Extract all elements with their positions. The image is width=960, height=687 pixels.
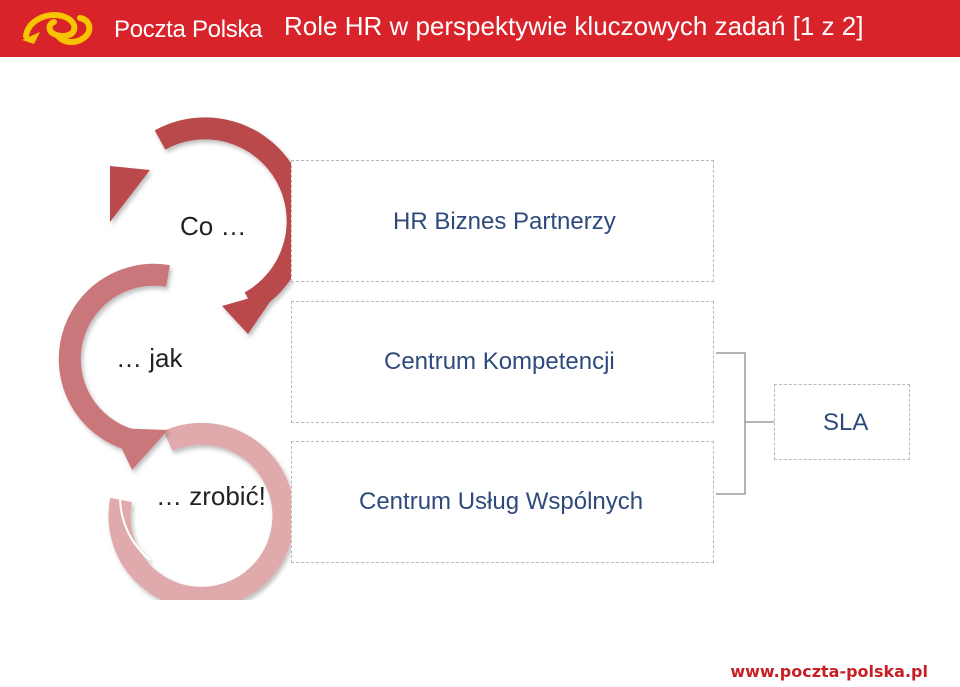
label-centrum-kompetencji: Centrum Kompetencji	[384, 348, 615, 375]
posthorn-logo-icon	[22, 12, 93, 45]
box-centrum-kompetencji	[291, 301, 714, 423]
label-sla: SLA	[823, 409, 869, 436]
footer-website-link[interactable]: www.poczta-polska.pl	[730, 662, 928, 681]
label-hr-biznes-partnerzy: HR Biznes Partnerzy	[393, 208, 616, 235]
box-hr-biznes-partnerzy	[291, 160, 714, 282]
header-bar: Poczta Polska Role HR w perspektywie klu…	[0, 0, 960, 57]
cycle-step-co: Co …	[180, 211, 247, 241]
cycle-arrow-light	[108, 422, 295, 600]
cycle-arrows-diagram	[58, 117, 309, 600]
slide-title: Role HR w perspektywie kluczowych zadań …	[284, 11, 864, 41]
cycle-step-jak: … jak	[116, 343, 183, 373]
box-centrum-uslug-wspolnych	[291, 441, 714, 563]
cycle-step-zrobic: … zrobić!	[156, 481, 266, 511]
poczta-polska-logo[interactable]: Poczta Polska	[18, 6, 262, 50]
logo-text: Poczta Polska	[114, 16, 263, 43]
box-sla	[774, 384, 910, 460]
label-centrum-uslug-wspolnych: Centrum Usług Wspólnych	[359, 488, 644, 515]
cycle-arrow-dark	[110, 117, 309, 334]
cycle-arrow-mid	[58, 263, 170, 470]
